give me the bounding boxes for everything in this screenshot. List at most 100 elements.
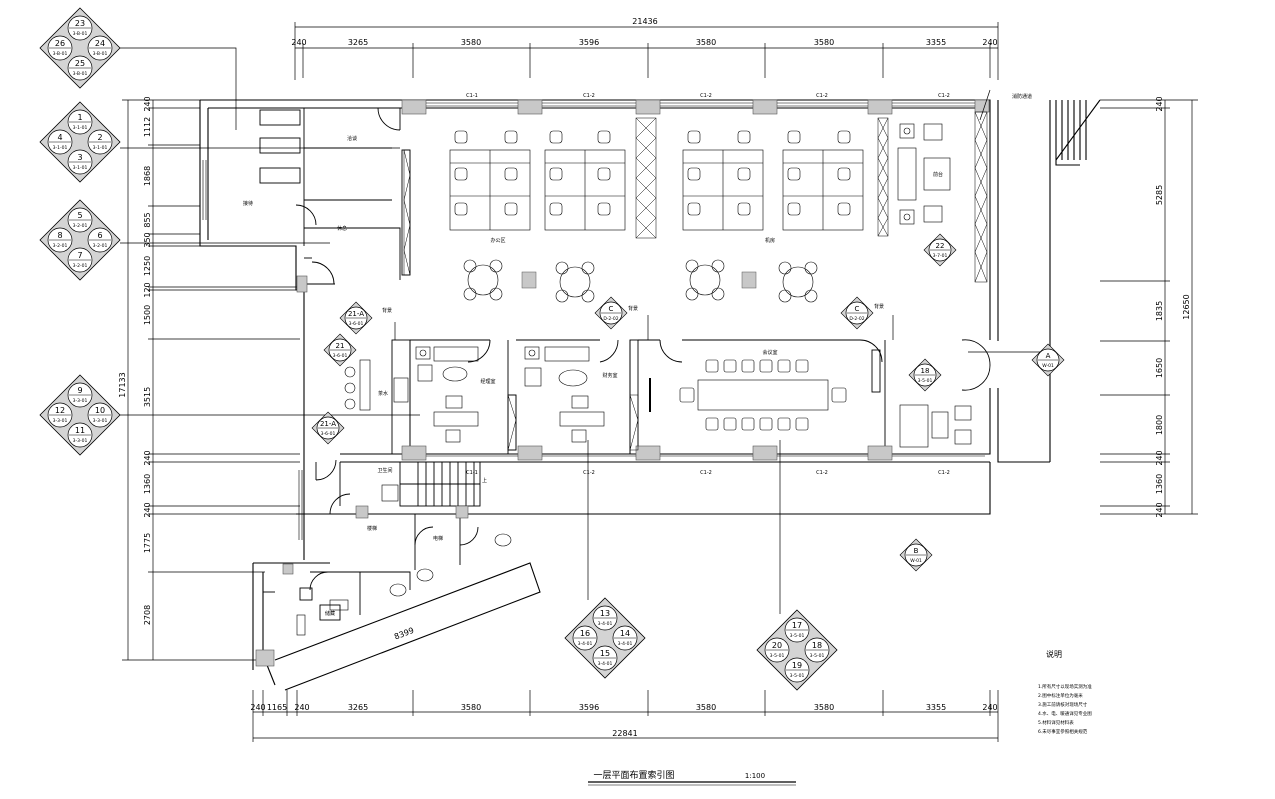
- marker-number: A: [1046, 352, 1051, 360]
- index-ref: 3-4-01: [578, 641, 593, 647]
- index-number: 18: [812, 641, 822, 650]
- index-number: 9: [77, 386, 82, 395]
- index-number: 14: [620, 629, 630, 638]
- cluster-diamond: [39, 7, 121, 89]
- index-number: 24: [95, 39, 105, 48]
- top-dimension-lines: [294, 22, 999, 80]
- lounge-furniture: [897, 123, 951, 225]
- room-label: 卫生间: [377, 467, 392, 474]
- annotation-label: 上: [482, 477, 487, 484]
- index-number: 20: [772, 641, 782, 650]
- index-ref: 3-1-01: [73, 125, 88, 131]
- top-dim: 3580: [461, 38, 481, 47]
- index-number: 2: [97, 133, 102, 142]
- bottom-dim: 240: [294, 703, 309, 712]
- left-dim: 1250: [143, 256, 152, 276]
- left-dim: 1500: [143, 305, 152, 325]
- index-number: 11: [75, 426, 85, 435]
- section-marker: AW-01: [1031, 343, 1065, 377]
- marker-ref: 3-6-01: [321, 431, 336, 437]
- index-cluster-group: 233-B-01263-B-01243-B-01253-B-0113-1-014…: [39, 7, 838, 691]
- index-number: 10: [95, 406, 105, 415]
- bottom-dim: 3580: [696, 703, 716, 712]
- index-ref: 3-B-01: [73, 71, 88, 77]
- marker-number: 21-A: [320, 420, 336, 428]
- top-dim: 240: [291, 38, 306, 47]
- section-marker: 21-A 3-6-01: [311, 411, 345, 445]
- window-label: C1-2: [938, 470, 950, 476]
- index-number: 16: [580, 629, 590, 638]
- room-label: 会议室: [762, 349, 777, 356]
- annotation-label: 消防通道: [1012, 93, 1032, 100]
- index-ref: 3-4-01: [598, 661, 613, 667]
- top-dim: 3580: [814, 38, 834, 47]
- index-number: 3: [77, 153, 82, 162]
- section-marker: BW-01: [899, 538, 933, 572]
- top-dim: 3355: [926, 38, 946, 47]
- left-dim: 3515: [143, 387, 152, 407]
- index-ref: 3-5-01: [810, 653, 825, 659]
- window-label: C1-2: [816, 470, 828, 476]
- room-label: 休息: [337, 225, 347, 232]
- index-ref: 3-4-01: [618, 641, 633, 647]
- index-ref: 3-2-01: [73, 263, 88, 269]
- left-dim: 350: [143, 232, 152, 247]
- exterior-walls: [199, 99, 1101, 691]
- bottom-dim: 3580: [814, 703, 834, 712]
- bottom-dim: 240: [982, 703, 997, 712]
- marker-ref: 3-6-01: [349, 321, 364, 327]
- bottom-dim: 3596: [579, 703, 599, 712]
- index-number: 5: [77, 211, 82, 220]
- index-ref: 3-B-01: [93, 51, 108, 57]
- workstation-cluster: [449, 130, 864, 231]
- left-dim: 240: [143, 502, 152, 517]
- index-ref: 3-2-01: [73, 223, 88, 229]
- dimension-labels: 21436 240 3265 3580 3596 3580 3580 3355 …: [118, 17, 1191, 738]
- restroom-fixtures: [296, 484, 512, 636]
- section-marker-group: 21-A3-6-01213-6-0121-A3-6-01CD-2-02CD-2-…: [311, 233, 1065, 572]
- section-marker: CD-2-02: [840, 296, 874, 330]
- drawing-title: 一层平面布置索引图: [593, 769, 674, 781]
- index-ref: 3-4-01: [598, 621, 613, 627]
- marker-number: 18: [921, 367, 930, 375]
- right-total-dim: 12650: [1182, 294, 1191, 319]
- marker-number: C: [855, 305, 860, 313]
- right-dim: 1835: [1155, 301, 1164, 321]
- right-dim: 5285: [1155, 185, 1164, 205]
- notes-block: 说明 1.所有尺寸以现场实测为准 2.图中标注单位为毫米 3.施工前请核对现场尺…: [1038, 649, 1092, 735]
- notes-item: 5.材料详见材料表: [1038, 719, 1074, 726]
- index-number: 17: [792, 621, 802, 630]
- leader-lines: [120, 47, 1040, 614]
- index-ref: 3-1-01: [93, 145, 108, 151]
- notes-item: 4.水、电、暖通详见专业图: [1038, 710, 1092, 717]
- marker-ref: 3-5-01: [918, 378, 933, 384]
- index-ref: 3-3-01: [73, 398, 88, 404]
- window-label: C1-1: [466, 93, 478, 99]
- room-label: 前台: [933, 171, 943, 178]
- top-dim: 240: [982, 38, 997, 47]
- cluster-diamond: [39, 199, 121, 281]
- bottom-dim: 240: [250, 703, 265, 712]
- bottom-dim: 1165: [267, 703, 287, 712]
- index-number: 23: [75, 19, 85, 28]
- room-labels: 洽谈 办公区 接待 休息 经理室 财务室 会议室 前台 卫生间 楼梯 电梯 茶水…: [243, 93, 1032, 617]
- office-furniture-2: [524, 346, 605, 443]
- bottom-dim: 3355: [926, 703, 946, 712]
- section-marker: 21-A3-6-01: [339, 301, 373, 335]
- index-number: 25: [75, 59, 85, 68]
- notes-item: 1.所有尺寸以现场实测为准: [1038, 683, 1092, 690]
- top-dim: 3596: [579, 38, 599, 47]
- left-dim: 855: [143, 212, 152, 227]
- index-ref: 3-3-01: [53, 418, 68, 424]
- room-label: 洽谈: [347, 135, 357, 142]
- bottom-total-dim: 22841: [612, 729, 637, 738]
- index-ref: 3-2-01: [93, 243, 108, 249]
- cluster-diamond: [39, 101, 121, 183]
- right-dim: 240: [1155, 450, 1164, 465]
- title-underline: [588, 781, 796, 786]
- section-marker: 223-7-01: [923, 233, 957, 267]
- index-number: 26: [55, 39, 65, 48]
- window-label: C1-2: [583, 93, 595, 99]
- annotation-label: 背景: [628, 305, 638, 312]
